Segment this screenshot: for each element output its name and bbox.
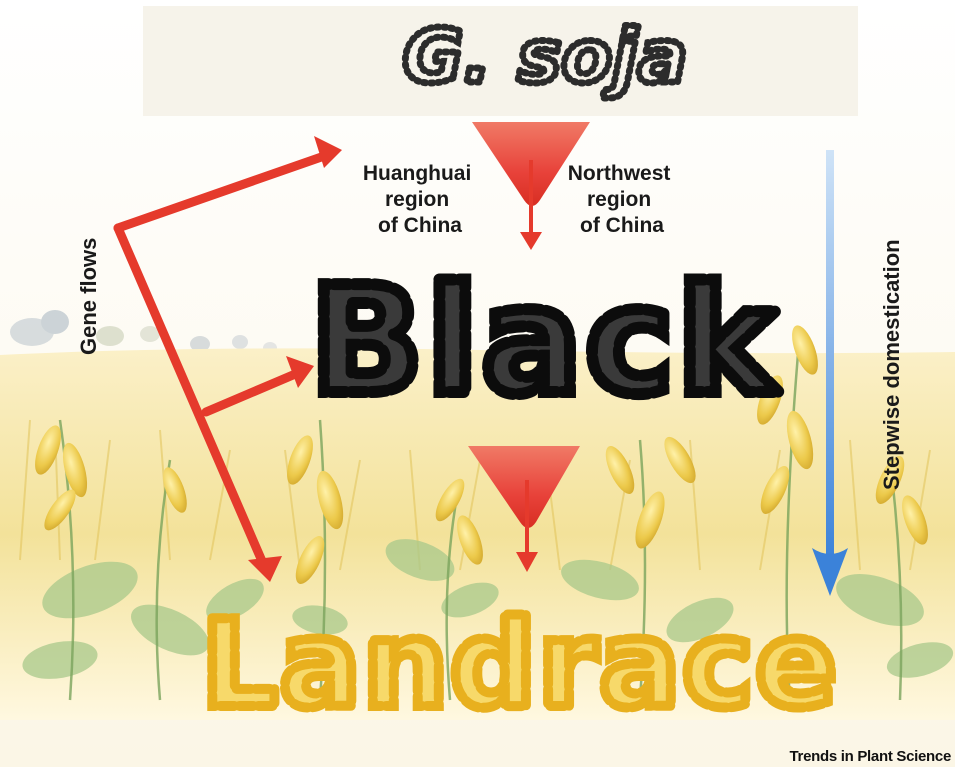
stepwise-domestication-label: Stepwise domestication	[879, 239, 904, 490]
landrace-stage-text: Landrace	[201, 596, 838, 735]
gene-flows-label: Gene flows	[76, 238, 101, 355]
title-text: G. soja	[403, 14, 688, 100]
black-stage-text: Black	[310, 255, 780, 427]
credit-text: Trends in Plant Science	[790, 748, 952, 765]
